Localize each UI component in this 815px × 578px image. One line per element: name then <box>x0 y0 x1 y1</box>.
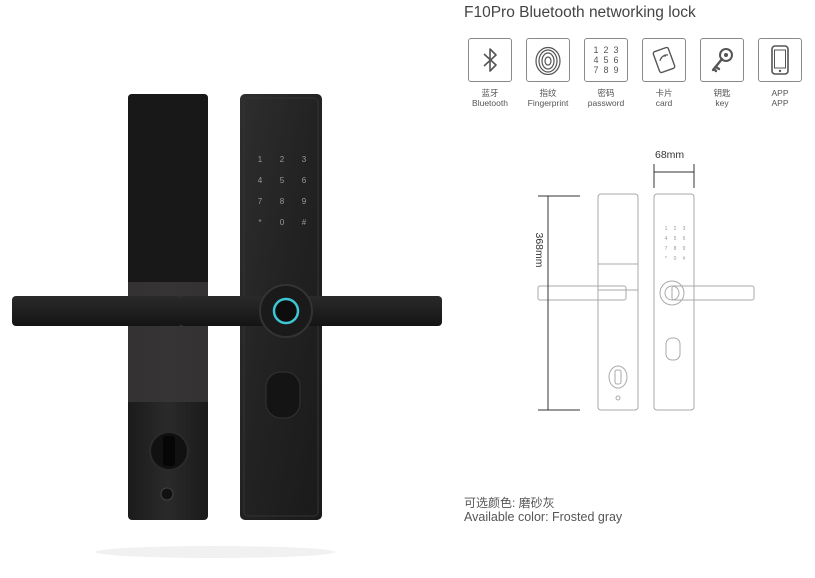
lock-keypad-key: 7 <box>258 197 263 206</box>
feature-key: 钥匙 key <box>694 38 750 108</box>
feature-label-cn: 密码 <box>597 88 615 98</box>
diagram-keypad-key: 9 <box>683 246 686 252</box>
key-icon <box>700 38 744 82</box>
feature-label-cn: APP <box>771 88 789 98</box>
lock-back-panel <box>12 94 208 520</box>
keypad-icon-digit: 3 <box>613 45 618 55</box>
diagram-keypad-key: 2 <box>674 226 677 232</box>
lock-keypad-key: 0 <box>280 218 285 227</box>
diagram-keypad-key: 4 <box>665 236 668 242</box>
keypad-icon-digit: 4 <box>593 55 598 65</box>
bluetooth-icon <box>468 38 512 82</box>
lock-keypad-key: 9 <box>302 197 307 206</box>
front-panel-outline <box>653 193 695 411</box>
fingerprint-icon <box>526 38 570 82</box>
available-color-en: Available color: Frosted gray <box>464 510 623 524</box>
key-cover <box>265 371 301 419</box>
lock-keypad-key: 1 <box>258 155 263 164</box>
keypad-icon-digit: 1 <box>593 45 598 55</box>
keypad-icon-digit: 6 <box>613 55 618 65</box>
diagram-keypad-key: 6 <box>683 236 686 242</box>
lock-keypad-key: 4 <box>258 176 263 185</box>
feature-label-en: card <box>655 98 673 108</box>
phone-icon <box>758 38 802 82</box>
keypad-icon-digit: 9 <box>613 65 618 75</box>
diagram-keypad-key: 7 <box>665 246 668 252</box>
lock-keypad-key: 8 <box>280 197 285 206</box>
feature-label-en: APP <box>771 98 789 108</box>
back-handle <box>12 296 182 326</box>
feature-bluetooth: 蓝牙 Bluetooth <box>462 38 518 108</box>
feature-label-en: password <box>587 98 625 108</box>
height-dimension-label: 368mm <box>533 232 545 268</box>
back-handle-outline <box>537 285 627 301</box>
fingerprint-sensor-ring <box>272 297 300 325</box>
card-icon <box>642 38 686 82</box>
front-handle-outline <box>671 285 755 301</box>
lock-keypad-key: # <box>302 218 307 227</box>
back-panel-outline <box>597 193 639 411</box>
feature-app: APP APP <box>752 38 808 108</box>
width-dimension-label: 68mm <box>655 149 685 161</box>
diagram-keypad-key: # <box>683 256 686 262</box>
lock-keypad-key: 5 <box>280 176 285 185</box>
feature-label-en: Bluetooth <box>472 98 508 108</box>
diagram-keypad-key: 0 <box>674 256 677 262</box>
feature-card: 卡片 card <box>636 38 692 108</box>
diagram-keypad-key: * <box>665 256 667 262</box>
feature-label-cn: 蓝牙 <box>481 88 499 98</box>
diagram-keypad-key: 8 <box>674 246 677 252</box>
feature-label-en: Fingerprint <box>527 98 569 108</box>
product-title: F10Pro Bluetooth networking lock <box>464 4 696 21</box>
keypad-icon-digit: 5 <box>603 55 608 65</box>
diagram-keypad-key: 3 <box>683 226 686 232</box>
keypad-icon-digit: 2 <box>603 45 608 55</box>
feature-label-en: key <box>715 98 729 108</box>
keypad-icon-digit: 7 <box>593 65 598 75</box>
lock-product-photo: 1 2 3 4 5 6 7 8 9 * 0 # <box>12 94 442 558</box>
lock-front-panel: 1 2 3 4 5 6 7 8 9 * 0 # <box>180 94 442 520</box>
feature-label-cn: 指纹 <box>539 88 557 98</box>
feature-fingerprint: 指纹 Fingerprint <box>520 38 576 108</box>
height-dimension-line <box>538 195 580 411</box>
lock-keypad-key: 2 <box>280 155 285 164</box>
lock-keypad-key: * <box>258 218 261 227</box>
lock-keypad-key: 3 <box>302 155 307 164</box>
available-color-cn: 可选颜色: 磨砂灰 <box>464 496 555 510</box>
feature-label-cn: 钥匙 <box>713 88 731 98</box>
touch-keypad: 1 2 3 4 5 6 7 8 9 * 0 # <box>258 155 307 227</box>
diagram-keypad-key: 5 <box>674 236 677 242</box>
lock-keypad-key: 6 <box>302 176 307 185</box>
width-dimension-line <box>653 164 695 188</box>
keypad-icon-digit: 8 <box>603 65 608 75</box>
diagram-keypad-key: 1 <box>665 226 668 232</box>
feature-label-cn: 卡片 <box>655 88 673 98</box>
